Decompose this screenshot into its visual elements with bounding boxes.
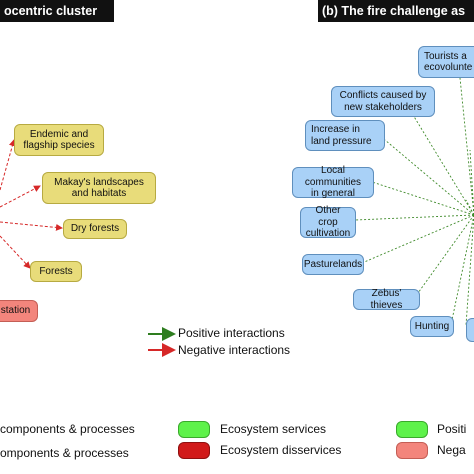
link-to-dry-forests xyxy=(0,221,63,231)
legend-ecosystem-disservices: Ecosystem disservices xyxy=(220,443,342,457)
left-panel-title: ocentric cluster xyxy=(0,0,114,22)
legend-negative-label: Negative interactions xyxy=(178,343,291,357)
link-to-forests xyxy=(0,235,31,269)
negative-swatch xyxy=(396,442,428,459)
link-extra-3 xyxy=(465,199,474,216)
link-conflicts xyxy=(409,109,474,216)
node-endemic-species: Endemic and flagship species xyxy=(14,124,104,156)
link-extra-1 xyxy=(465,214,474,326)
link-local-communities xyxy=(371,181,474,216)
node-other-crop: Other crop cultivation xyxy=(300,205,356,239)
node-cut-off xyxy=(466,318,474,342)
node-dry-forests: Dry forests xyxy=(63,219,127,239)
positive-swatch xyxy=(396,421,428,438)
legend-ecosystem-services: Ecosystem services xyxy=(220,422,327,436)
link-extra-2 xyxy=(469,149,474,216)
link-land-pressure xyxy=(384,139,474,216)
node-conflicts: Conflicts caused by new stakeholders xyxy=(331,86,435,117)
node-zebus-thieves: Zebus' thieves xyxy=(353,288,420,311)
link-other-crop xyxy=(354,214,474,221)
node-local-communities: Local communities in general xyxy=(292,165,374,199)
link-tourists xyxy=(459,77,474,216)
node-deforestation: station xyxy=(0,300,38,322)
right-panel-title: (b) The fire challenge as xyxy=(318,0,474,22)
link-to-makay xyxy=(0,185,41,208)
legend-positive-label: Positive interactions xyxy=(178,326,285,340)
node-hunting: Hunting xyxy=(410,316,454,337)
node-pasturelands: Pasturelands xyxy=(302,254,364,275)
node-forests: Forests xyxy=(30,261,82,282)
legend-negative-cut: Nega xyxy=(437,443,466,457)
node-land-pressure: Increase in land pressure xyxy=(305,120,385,151)
legend-components-2: omponents & processes xyxy=(0,446,129,460)
ecosystem-disservices-swatch xyxy=(178,442,210,459)
link-pasturelands xyxy=(361,214,474,264)
link-hunting xyxy=(451,214,474,321)
node-tourists: Tourists a ecovolunte xyxy=(418,46,474,78)
ecosystem-services-swatch xyxy=(178,421,210,438)
legend-components-1: components & processes xyxy=(0,422,135,436)
link-to-endemic xyxy=(0,139,16,191)
link-zebus xyxy=(417,214,474,294)
node-makay-landscapes: Makay's landscapes and habitats xyxy=(42,172,156,204)
legend-positive-cut: Positi xyxy=(437,422,467,436)
